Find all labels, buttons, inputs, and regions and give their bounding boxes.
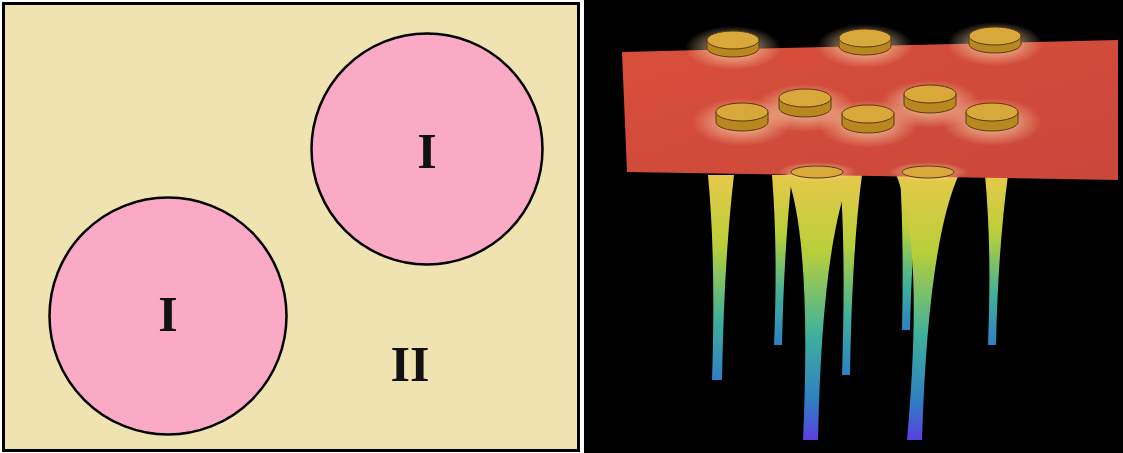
vortex-cores [707,27,1021,178]
funnels [708,172,1008,440]
region-circle: I [310,32,544,266]
region-label: I [158,289,177,339]
vortex-wells [685,22,1043,182]
region-label: I [417,126,436,176]
region-circle: I [48,196,288,436]
region-label: II [391,339,430,389]
vortex-lattice-illustration [584,0,1123,453]
region-box: IIII [2,2,580,452]
